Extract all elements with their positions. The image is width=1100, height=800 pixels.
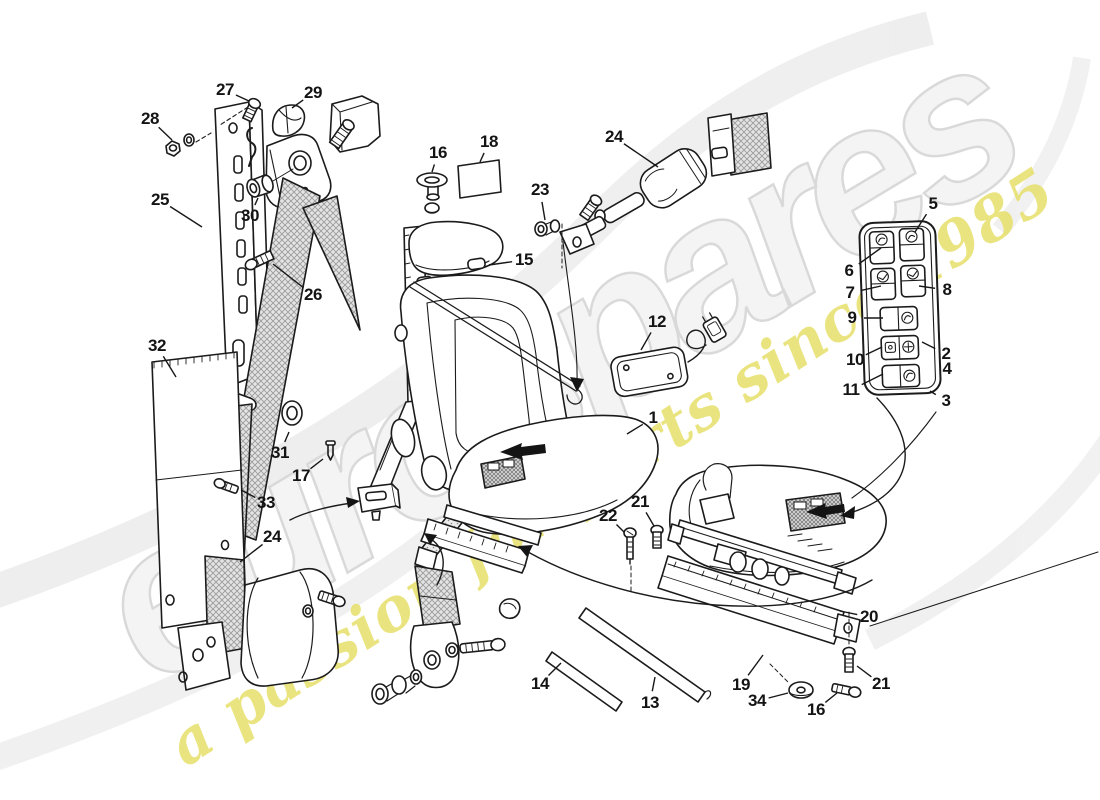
callout-4: 4 — [942, 359, 952, 378]
callout-11: 11 — [842, 380, 860, 399]
headrest-knob-illustration — [416, 172, 448, 214]
callout-33: 33 — [257, 493, 275, 512]
callout-9: 9 — [847, 308, 857, 327]
callout-29: 29 — [304, 83, 322, 102]
callout-22: 22 — [599, 506, 617, 525]
callout-1: 1 — [648, 408, 658, 427]
callout-2: 2 — [941, 344, 951, 363]
callout-21: 21 — [872, 674, 890, 693]
callout-8: 8 — [942, 280, 952, 299]
callout-13: 13 — [641, 693, 659, 712]
callout-16: 16 — [429, 143, 447, 162]
callout-32: 32 — [148, 336, 166, 355]
right-seat-base-illustration — [657, 463, 1099, 645]
nut-washer-illustration — [165, 132, 212, 157]
seat-control-module-illustration — [610, 312, 727, 398]
callout-20: 20 — [860, 607, 878, 626]
upper-anchor-assembly-illustration — [219, 95, 381, 167]
callout-34: 34 — [748, 691, 766, 710]
callout-18: 18 — [480, 132, 498, 151]
right-seat-fixings-illustration — [623, 524, 862, 699]
callout-17: 17 — [292, 466, 310, 485]
callout-5: 5 — [928, 194, 938, 213]
callout-25: 25 — [151, 190, 169, 209]
callout-19: 19 — [732, 675, 750, 694]
label-plate-illustration — [457, 159, 502, 199]
callout-12: 12 — [648, 312, 666, 331]
buckle-pretensioner-illustration — [534, 112, 772, 269]
callout-21: 21 — [631, 492, 649, 511]
callout-28: 28 — [141, 109, 159, 128]
belt-retractor-illustration — [177, 555, 346, 691]
callout-27: 27 — [216, 80, 234, 99]
small-fixings-illustration — [213, 400, 336, 494]
center-seat-illustration — [390, 220, 659, 574]
callout-30: 30 — [241, 206, 259, 225]
callout-10: 10 — [846, 350, 864, 369]
callout-24: 24 — [605, 127, 623, 146]
callout-24: 24 — [263, 527, 281, 546]
callout-7: 7 — [845, 283, 855, 302]
callout-31: 31 — [271, 443, 289, 462]
callout-6: 6 — [844, 261, 854, 280]
callout-23: 23 — [531, 180, 549, 199]
callout-26: 26 — [304, 285, 322, 304]
slide-strip-illustration — [545, 607, 712, 712]
callout-14: 14 — [531, 674, 549, 693]
reference-arrows — [289, 397, 937, 607]
callout-3: 3 — [941, 391, 951, 410]
callout-16: 16 — [807, 700, 825, 719]
belt-anchor-kit-illustration — [371, 565, 521, 705]
callout-15: 15 — [515, 250, 533, 269]
